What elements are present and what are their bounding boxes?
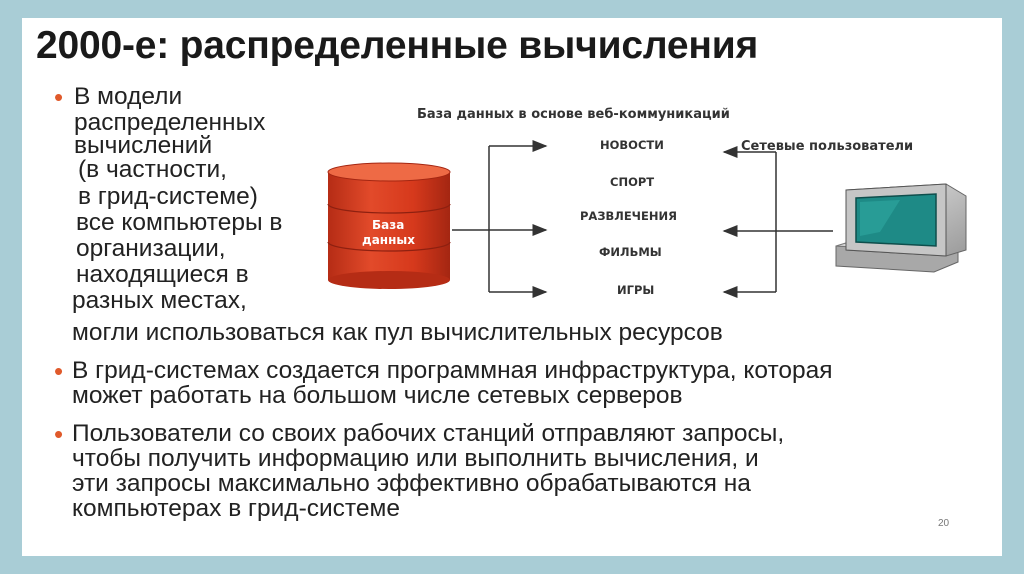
bullet-1-line: находящиеся в [76, 261, 249, 288]
diagram-caption: База данных в основе веб-коммуникаций [417, 107, 730, 122]
bullet-1-line: (в частности, [78, 156, 227, 183]
bullet-1-line: разных местах, [72, 287, 247, 314]
bullet-marker: • [54, 419, 64, 449]
category-news: НОВОСТИ [600, 138, 664, 152]
category-games: ИГРЫ [617, 283, 655, 297]
bullet-1-line: могли использоваться как пул вычислитель… [72, 319, 723, 346]
bullet-1-line: распределенных [74, 109, 266, 136]
page-title: 2000-е: распределенные вычисления [36, 24, 759, 67]
bullet-2-line: может работать на большом числе сетевых … [72, 382, 683, 409]
category-movies: ФИЛЬМЫ [599, 245, 662, 259]
slide [22, 18, 1002, 556]
database-icon [327, 162, 451, 289]
bullet-3-line: компьютерах в грид-системе [72, 495, 400, 522]
bullet-1-line: В модели [74, 83, 183, 110]
users-label: Сетевые пользователи [741, 139, 914, 154]
computer-icon [835, 183, 967, 273]
category-entertainment: РАЗВЛЕЧЕНИЯ [580, 209, 677, 223]
database-label: данных [362, 233, 415, 247]
bullet-1-line: в грид-системе) [78, 183, 258, 210]
bullet-marker: • [54, 82, 64, 112]
category-sport: СПОРТ [610, 175, 655, 189]
bullet-2-line: В грид-системах создается программная ин… [72, 357, 833, 384]
bullet-3-line: Пользователи со своих рабочих станций от… [72, 420, 785, 447]
bullet-marker: • [54, 356, 64, 386]
bullet-3-line: эти запросы максимально эффективно обраб… [72, 470, 751, 497]
bullet-1-line: все компьютеры в [76, 209, 283, 236]
database-label: База [372, 218, 405, 232]
bullet-1-line: вычислений [74, 132, 213, 159]
bullet-1-line: организации, [76, 235, 226, 262]
bullet-3-line: чтобы получить информацию или выполнить … [72, 445, 759, 472]
page-number: 20 [938, 518, 950, 529]
